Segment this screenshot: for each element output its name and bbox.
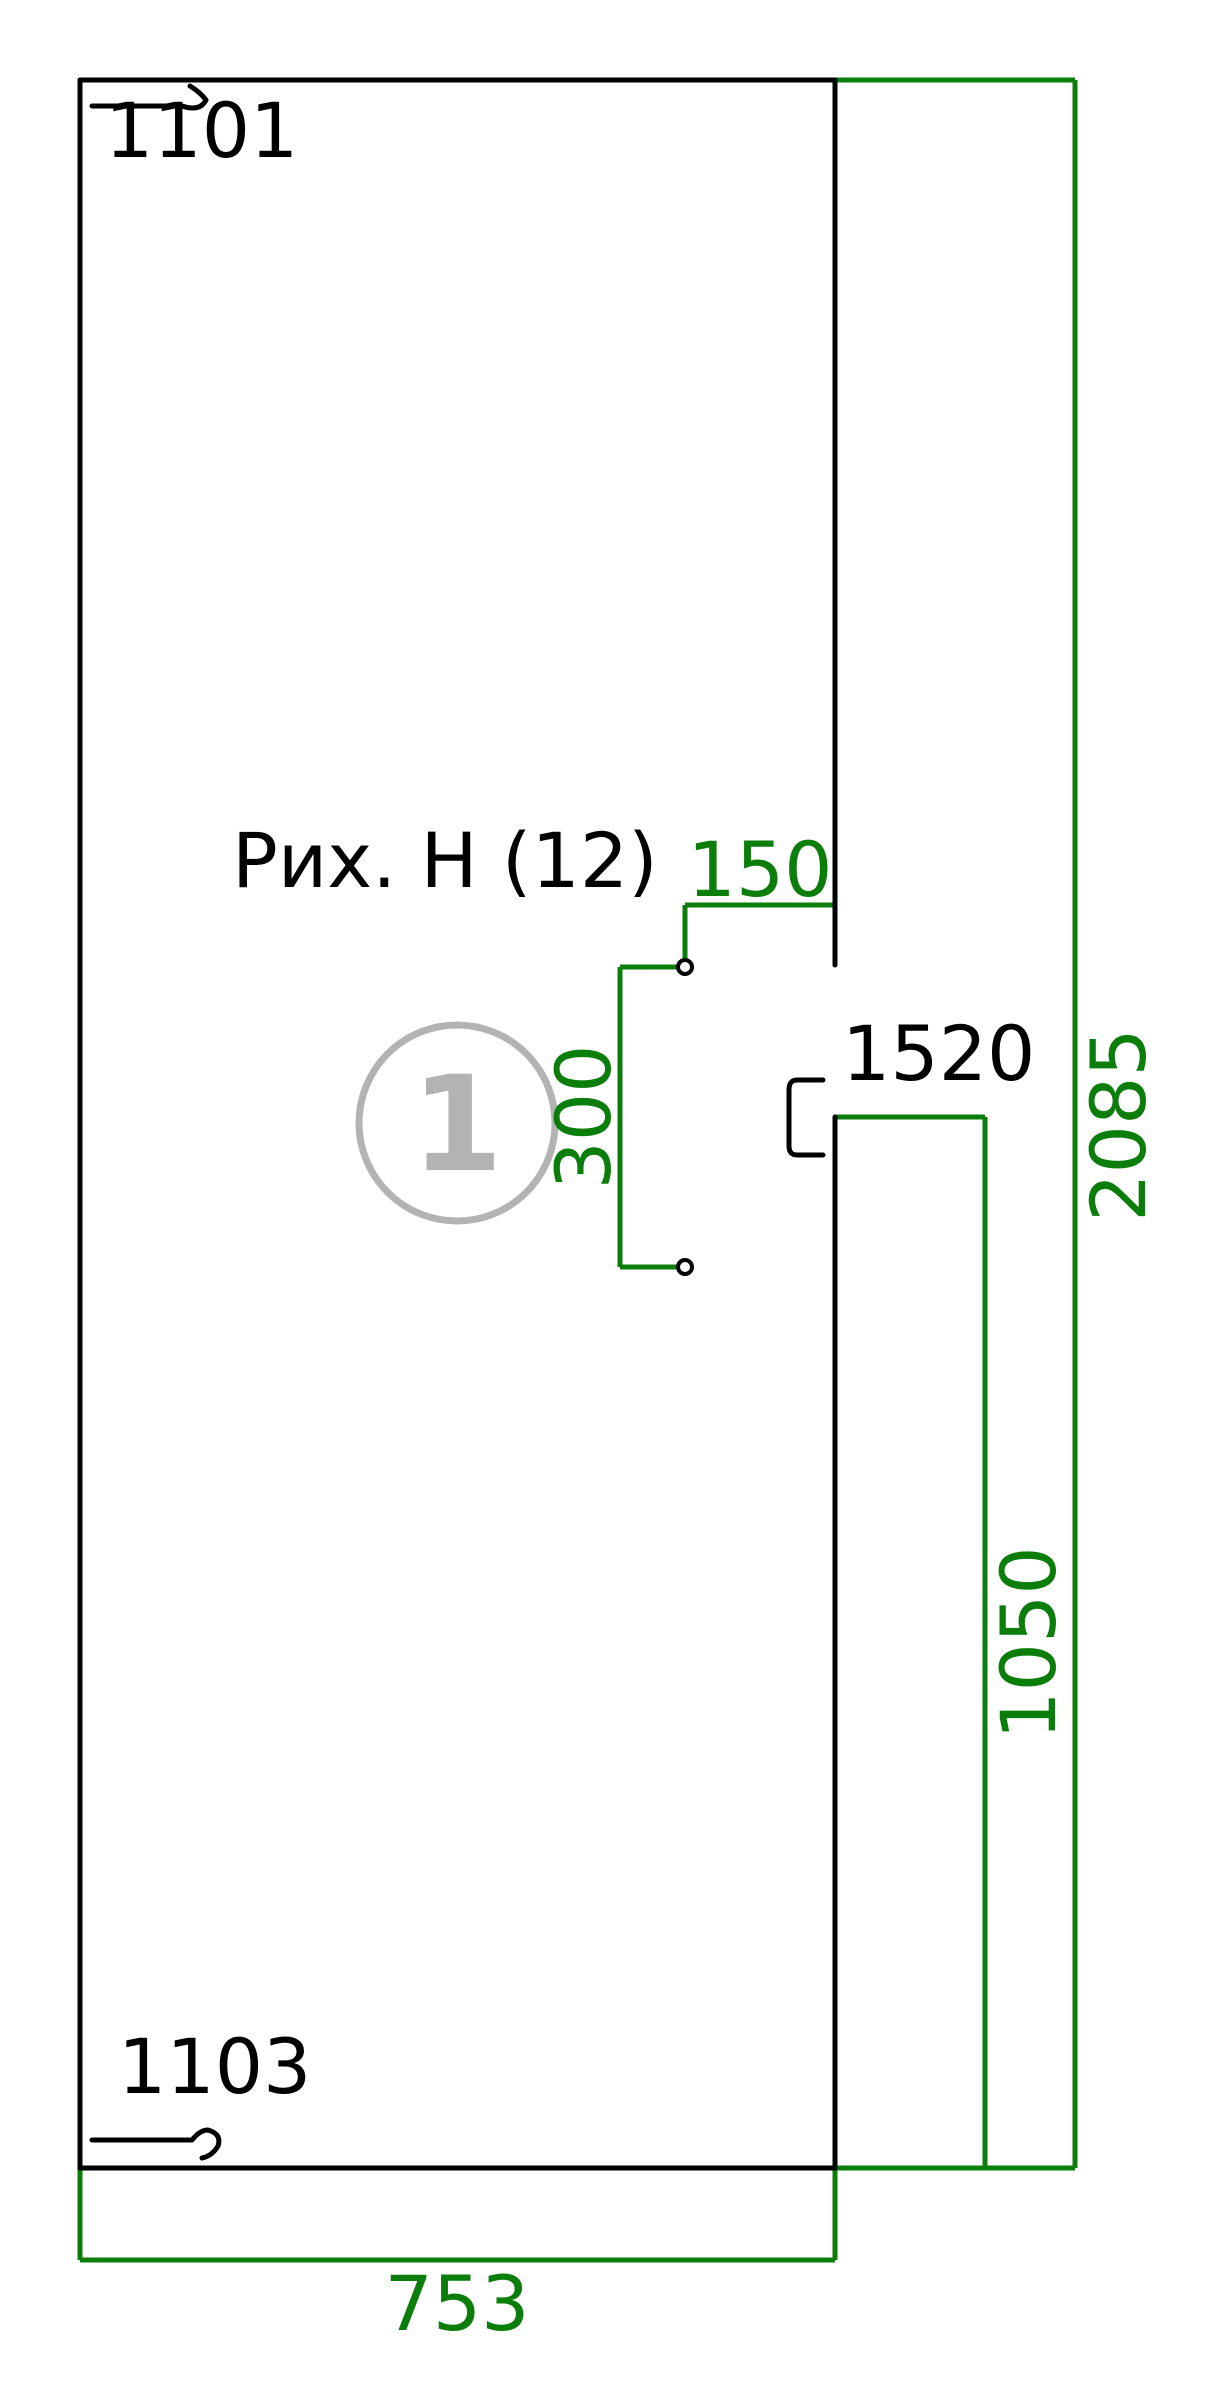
top-edge-code: 1101: [105, 86, 298, 175]
top-edge-band-icon: [89, 83, 209, 111]
panel-number-marker: 1: [355, 1021, 559, 1225]
hole-spacing-label: 300: [539, 1044, 628, 1189]
height-label: 2085: [1074, 1028, 1163, 1221]
dimension-lines: [77, 77, 1078, 2263]
panel-marker-number: 1: [411, 1048, 503, 1202]
hinge-hole-top: [676, 958, 694, 976]
panel-name: Рих. H (12): [232, 816, 658, 905]
panel-marker-ring: [355, 1021, 559, 1225]
width-label: 753: [384, 2259, 529, 2348]
bottom-edge-code: 1103: [118, 2022, 311, 2111]
handle-height-label: 1050: [984, 1546, 1073, 1739]
panel-outline: [77, 77, 838, 2171]
hinge-hole-bottom: [676, 1258, 694, 1276]
right-edge-code: 1520: [842, 1009, 1035, 1098]
handle-bracket-icon: [786, 1077, 826, 1158]
bottom-edge-band-icon: [89, 2127, 222, 2161]
hole-offset-label: 150: [687, 825, 832, 914]
